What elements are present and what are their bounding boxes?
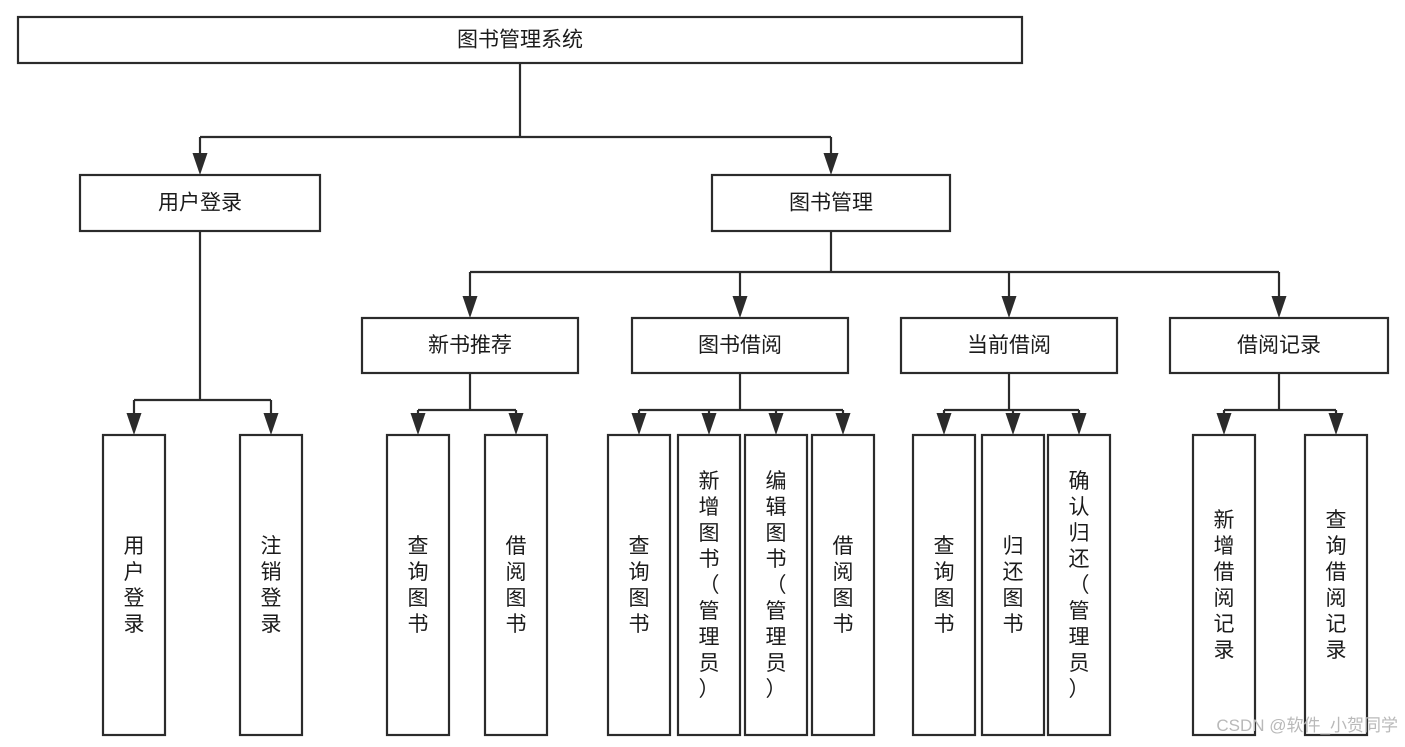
node-leaf-borrow-book-recommend[interactable]: 借阅图书 bbox=[483, 433, 549, 737]
node-box[interactable] bbox=[1168, 316, 1390, 375]
node-box[interactable] bbox=[16, 15, 1024, 65]
node-box[interactable] bbox=[101, 433, 167, 737]
connector-arrowhead bbox=[835, 413, 851, 435]
node-leaf-borrow-book[interactable]: 借阅图书 bbox=[810, 433, 876, 737]
connector-arrowhead bbox=[823, 153, 839, 175]
node-label: 确认归还（管理员） bbox=[1069, 470, 1090, 701]
node-layer: 图书管理系统用户登录图书管理新书推荐图书借阅当前借阅借阅记录用户登录注销登录查询… bbox=[16, 15, 1390, 737]
connector-arrowhead bbox=[732, 296, 748, 318]
connector-group bbox=[462, 231, 1287, 318]
connector-arrowhead bbox=[192, 153, 208, 175]
node-label: 借阅图书 bbox=[506, 535, 527, 636]
node-label: 用户登录 bbox=[124, 535, 145, 636]
connector-layer bbox=[126, 63, 1344, 435]
node-box[interactable] bbox=[630, 316, 850, 375]
node-label: 查询图书 bbox=[934, 535, 955, 636]
node-leaf-query-book-borrow[interactable]: 查询图书 bbox=[606, 433, 672, 737]
node-user-login[interactable]: 用户登录 bbox=[78, 173, 322, 233]
node-leaf-add-record[interactable]: 新增借阅记录 bbox=[1191, 433, 1257, 737]
node-label: 新增借阅记录 bbox=[1214, 509, 1235, 662]
connector-arrowhead bbox=[1005, 413, 1021, 435]
node-box[interactable] bbox=[78, 173, 322, 233]
node-label: 图书管理系统 bbox=[457, 29, 583, 52]
node-label: 当前借阅 bbox=[967, 334, 1051, 357]
node-label: 新书推荐 bbox=[428, 334, 512, 357]
connector-arrowhead bbox=[701, 413, 717, 435]
node-leaf-edit-book[interactable]: 编辑图书（管理员） bbox=[743, 433, 809, 737]
connector-arrowhead bbox=[1328, 413, 1344, 435]
node-box[interactable] bbox=[606, 433, 672, 737]
node-leaf-query-record[interactable]: 查询借阅记录 bbox=[1303, 433, 1369, 737]
node-box[interactable] bbox=[743, 433, 809, 737]
connector-arrowhead bbox=[631, 413, 647, 435]
node-box[interactable] bbox=[980, 433, 1046, 737]
node-label: 用户登录 bbox=[158, 192, 242, 215]
node-label: 图书管理 bbox=[789, 192, 873, 215]
connector-arrowhead bbox=[1071, 413, 1087, 435]
node-box[interactable] bbox=[710, 173, 952, 233]
node-borrow-record[interactable]: 借阅记录 bbox=[1168, 316, 1390, 375]
connector-arrowhead bbox=[410, 413, 426, 435]
node-label: 编辑图书（管理员） bbox=[766, 470, 787, 701]
node-label: 查询图书 bbox=[629, 535, 650, 636]
node-box[interactable] bbox=[483, 433, 549, 737]
connector-group bbox=[936, 373, 1087, 435]
node-label: 归还图书 bbox=[1003, 535, 1024, 636]
connector-arrowhead bbox=[126, 413, 142, 435]
node-leaf-confirm-return[interactable]: 确认归还（管理员） bbox=[1046, 433, 1112, 737]
node-leaf-query-book-recommend[interactable]: 查询图书 bbox=[385, 433, 451, 737]
node-label: 图书借阅 bbox=[698, 334, 782, 357]
node-book-borrow[interactable]: 图书借阅 bbox=[630, 316, 850, 375]
node-box[interactable] bbox=[911, 433, 977, 737]
node-leaf-logout[interactable]: 注销登录 bbox=[238, 433, 304, 737]
node-leaf-query-book-current[interactable]: 查询图书 bbox=[911, 433, 977, 737]
node-box[interactable] bbox=[1046, 433, 1112, 737]
node-leaf-user-login[interactable]: 用户登录 bbox=[101, 433, 167, 737]
node-box[interactable] bbox=[1303, 433, 1369, 737]
connector-group bbox=[192, 63, 839, 175]
node-box[interactable] bbox=[385, 433, 451, 737]
node-label: 注销登录 bbox=[261, 535, 282, 636]
connector-group bbox=[631, 373, 851, 435]
node-label: 借阅记录 bbox=[1237, 334, 1321, 357]
node-box[interactable] bbox=[360, 316, 580, 375]
node-new-book-recommend[interactable]: 新书推荐 bbox=[360, 316, 580, 375]
node-label: 查询图书 bbox=[408, 535, 429, 636]
node-leaf-add-book[interactable]: 新增图书（管理员） bbox=[676, 433, 742, 737]
node-box[interactable] bbox=[1191, 433, 1257, 737]
node-leaf-return-book[interactable]: 归还图书 bbox=[980, 433, 1046, 737]
connector-group bbox=[410, 373, 524, 435]
connector-arrowhead bbox=[1271, 296, 1287, 318]
connector-arrowhead bbox=[1216, 413, 1232, 435]
node-book-manage[interactable]: 图书管理 bbox=[710, 173, 952, 233]
connector-arrowhead bbox=[263, 413, 279, 435]
node-current-borrow[interactable]: 当前借阅 bbox=[899, 316, 1119, 375]
watermark-label: CSDN @软件_小贺同学 bbox=[1216, 716, 1398, 735]
connector-arrowhead bbox=[768, 413, 784, 435]
node-label: 借阅图书 bbox=[833, 535, 854, 636]
connector-arrowhead bbox=[462, 296, 478, 318]
node-label: 新增图书（管理员） bbox=[699, 470, 720, 701]
connector-arrowhead bbox=[508, 413, 524, 435]
node-box[interactable] bbox=[676, 433, 742, 737]
node-label: 查询借阅记录 bbox=[1326, 509, 1347, 662]
connector-group bbox=[1216, 373, 1344, 435]
node-box[interactable] bbox=[899, 316, 1119, 375]
connector-arrowhead bbox=[936, 413, 952, 435]
node-box[interactable] bbox=[238, 433, 304, 737]
connector-arrowhead bbox=[1001, 296, 1017, 318]
node-box[interactable] bbox=[810, 433, 876, 737]
node-root[interactable]: 图书管理系统 bbox=[16, 15, 1024, 65]
connector-group bbox=[126, 231, 279, 435]
